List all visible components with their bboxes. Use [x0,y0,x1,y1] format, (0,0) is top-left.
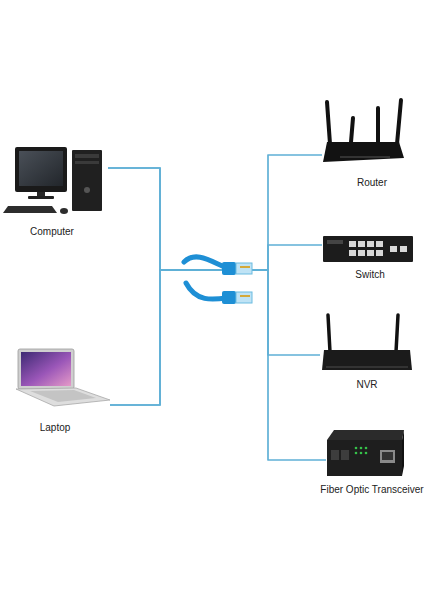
network-connector [108,155,322,270]
device-label: NVR [356,379,377,391]
device-label: Fiber Optic Transceiver [320,484,423,496]
device-label: Computer [30,226,74,238]
device-node: NVR [320,313,414,373]
device-node: Laptop [12,345,110,407]
switch-illustration [323,236,413,262]
network-connector [110,270,326,460]
network-connector [110,270,320,405]
device-node: Fiber Optic Transceiver [326,428,406,476]
device-label: Switch [355,269,384,281]
device-node: Computer [8,143,108,221]
computer-illustration [3,147,102,214]
laptop-illustration [16,349,110,406]
network-connector [108,168,320,355]
network-connector [110,245,322,405]
router-illustration [323,100,404,162]
network-connector [110,155,322,405]
device-node: Switch [322,234,414,264]
network-connector [108,168,322,270]
nvr-illustration [322,315,412,370]
ethernet-cable [184,257,252,304]
device-label: Laptop [40,422,71,434]
device-node: Router [322,98,406,165]
device-label: Router [357,177,387,189]
transceiver-illustration [327,430,404,476]
network-connector [108,168,326,460]
